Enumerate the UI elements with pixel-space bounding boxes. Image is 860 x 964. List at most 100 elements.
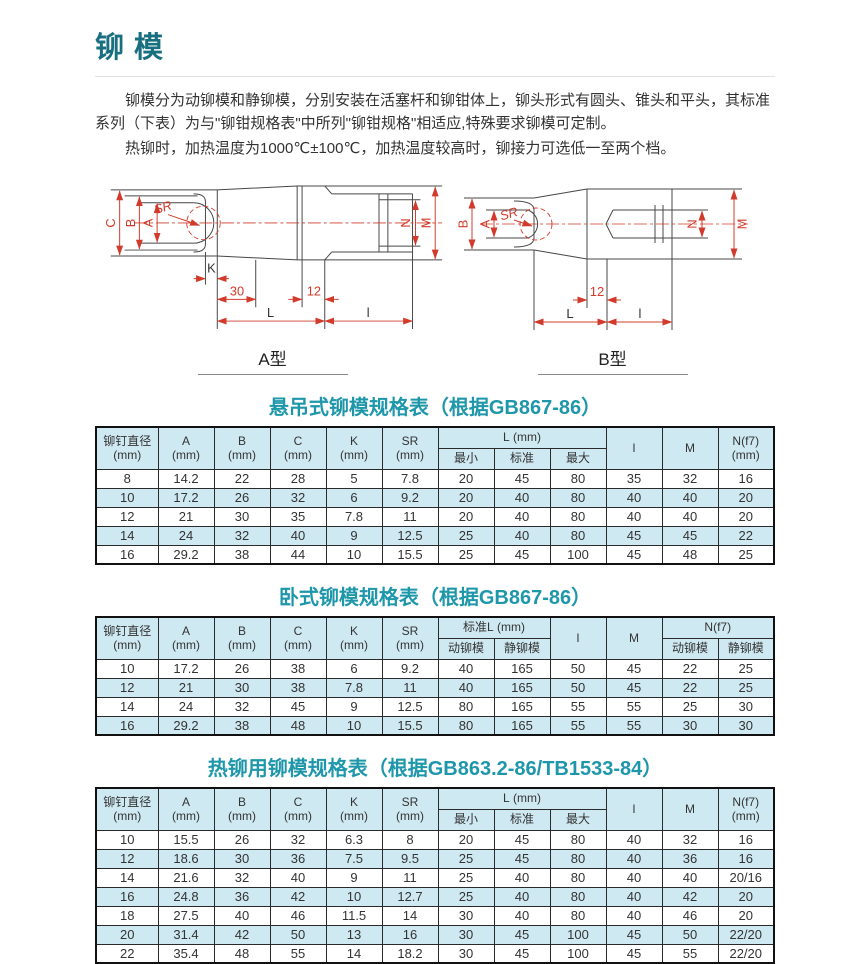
dim-label-M: M: [419, 218, 434, 229]
table-cell: 20: [437, 487, 495, 508]
table-cell: 29.2: [157, 715, 215, 736]
table-cell: 36: [269, 848, 327, 869]
table-cell: 38: [269, 658, 327, 679]
table-title-horizontal: 卧式铆模规格表（根据GB867-86）: [278, 587, 592, 609]
table-cell: 38: [213, 544, 271, 565]
table-cell: 12.7: [381, 886, 439, 907]
table-cell: 45: [605, 525, 663, 546]
table-cell: 46: [269, 905, 327, 926]
table-cell: 55: [605, 715, 663, 736]
table-cell: 45: [661, 525, 719, 546]
table-cell: 40: [605, 848, 663, 869]
table-cell: 80: [549, 867, 607, 888]
extension-lines: [204, 189, 414, 329]
col-header-m: M: [605, 616, 663, 660]
table-cell: 35: [269, 506, 327, 527]
table-cell: 40: [213, 905, 271, 926]
table-cell: 16: [717, 848, 775, 869]
table-cell: 30: [437, 943, 495, 964]
col-header-a: A(mm): [157, 616, 215, 660]
die-head-outline: [110, 189, 218, 257]
table-cell: 14: [95, 696, 159, 717]
drawing-type-a: C B A SR K 30 12 L l N M A型: [95, 168, 450, 375]
table-cell: 20: [437, 468, 495, 489]
table-cell: 40: [605, 867, 663, 888]
table-cell: 12: [95, 506, 159, 527]
table-cell: 40: [605, 905, 663, 926]
table-cell: 45: [605, 658, 663, 679]
intro-section: 铆模分为动铆模和静铆模，分别安装在活塞杆和铆钳体上，铆头形式有圆头、锥头和平头，…: [95, 89, 775, 160]
sub-header-std: 标准: [493, 808, 551, 831]
col-header-m: M: [661, 426, 719, 470]
table-cell: 9.2: [381, 487, 439, 508]
table-cell: 25: [717, 658, 775, 679]
drawing-type-b-svg: B A SR 12 L l N M: [455, 188, 749, 330]
intro-paragraph: 热铆时，加热温度为1000℃±100℃，加热温度较高时，铆接力可选低一至两个档。: [125, 140, 676, 157]
col-header-l-group: L (mm): [437, 787, 607, 810]
table-cell: 24.8: [157, 886, 215, 907]
sr-leader-line: [513, 219, 533, 227]
table-cell: 45: [493, 943, 551, 964]
table-cell: 22: [213, 468, 271, 489]
table-cell: 14: [381, 905, 439, 926]
table-cell: 21: [157, 677, 215, 698]
table-cell: 25: [437, 867, 495, 888]
table-cell: 45: [493, 468, 551, 489]
table-cell: 38: [213, 715, 271, 736]
drawing-caption-a: A型: [258, 350, 287, 369]
col-header-c: C(mm): [269, 616, 327, 660]
table-cell: 8: [381, 829, 439, 850]
table-cell: 30: [437, 924, 495, 945]
table-cell: 20/16: [717, 867, 775, 888]
col-header-n: N(f7): [661, 616, 775, 639]
table-cell: 20: [437, 506, 495, 527]
table-cell: 17.2: [157, 487, 215, 508]
table-cell: 42: [661, 886, 719, 907]
table-cell: 32: [269, 487, 327, 508]
cavity-sphere: [186, 205, 221, 241]
table-cell: 20: [717, 506, 775, 527]
intro-paragraph: 铆模分为动铆模和静铆模，分别安装在活塞杆和铆钳体上，铆头形式有圆头、锥头和平头，…: [95, 92, 771, 132]
table-cell: 22/20: [717, 924, 775, 945]
table-cell: 10: [325, 544, 383, 565]
table-cell: 32: [661, 468, 719, 489]
table-cell: 16: [95, 544, 159, 565]
sub-header-min: 最小: [437, 447, 495, 470]
col-header-c: C(mm): [269, 426, 327, 470]
table-cell: 10: [325, 715, 383, 736]
table-cell: 40: [605, 487, 663, 508]
table-cell: 80: [437, 696, 495, 717]
col-header-sr: SR(mm): [381, 787, 439, 831]
table-cell: 11: [381, 677, 439, 698]
table-cell: 15.5: [381, 715, 439, 736]
sub-header-n-moving: 动铆模: [661, 637, 719, 660]
dim-label-L: L: [267, 305, 274, 320]
table-cell: 25: [661, 696, 719, 717]
spec-table-hot: 铆钉直径(mm) A(mm) B(mm) C(mm) K(mm) SR(mm) …: [95, 787, 775, 964]
drawing-type-b: B A SR 12 L l N M B型: [450, 168, 775, 375]
table-cell: 10: [95, 658, 159, 679]
table-cell: 30: [213, 677, 271, 698]
table-title-hot: 热铆用铆模规格表（根据GB863.2-86/TB1533-84）: [207, 758, 663, 780]
table-cell: 17.2: [157, 658, 215, 679]
dim-label-l: l: [367, 305, 370, 320]
table-cell: 25: [717, 544, 775, 565]
table-title-suspended: 悬吊式铆模规格表（根据GB867-86）: [268, 397, 602, 419]
col-header-diameter: 铆钉直径(mm): [95, 787, 159, 831]
table-cell: 40: [493, 886, 551, 907]
table-cell: 26: [213, 487, 271, 508]
dim-label-30: 30: [230, 283, 244, 298]
table-cell: 7.8: [381, 468, 439, 489]
table-cell: 12: [95, 677, 159, 698]
table-cell: 9.5: [381, 848, 439, 869]
table-cell: 165: [493, 696, 551, 717]
table-cell: 80: [549, 905, 607, 926]
